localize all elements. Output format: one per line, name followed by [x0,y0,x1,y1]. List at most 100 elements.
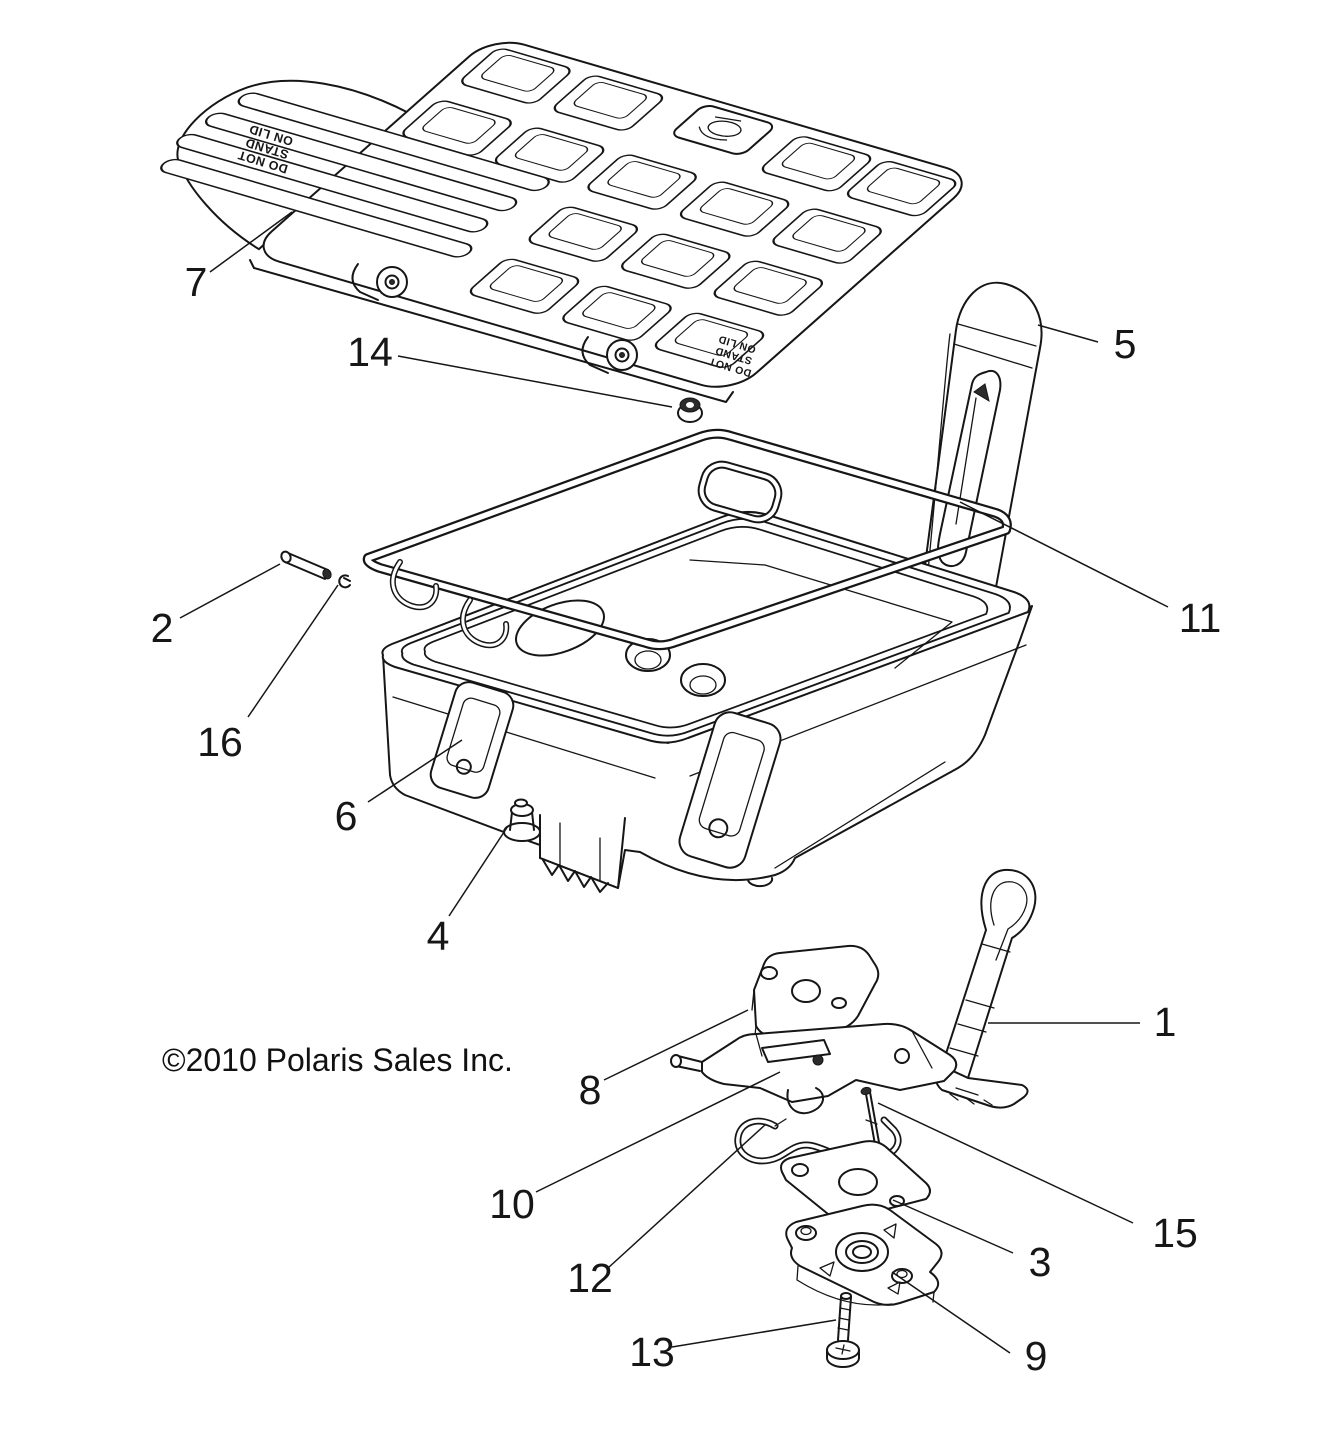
leader-line [891,1271,1011,1354]
pin-end [280,550,292,564]
gasket-hole-left [791,1163,809,1177]
screw-threads [837,1307,851,1331]
box-latch-tab-2 [678,711,782,869]
latch-tab-slot [698,731,765,837]
latch-hole [894,1048,910,1064]
mounting-screw [826,1292,860,1368]
callout-number: 2 [151,605,174,651]
bracket-outline [539,814,626,889]
frame-hook-2-core [461,598,508,647]
leader-line [179,563,281,619]
pin-tick [865,1119,878,1125]
callout-8: 8 [579,1009,749,1113]
callout-12: 12 [567,1123,767,1301]
callout-16: 16 [197,584,339,765]
callout-9: 9 [891,1271,1047,1379]
plug-base [503,822,541,842]
callout-1: 1 [988,999,1176,1045]
callout-10: 10 [489,1071,781,1227]
leader-line [209,211,293,273]
callout-number: 15 [1152,1210,1198,1256]
callout-number: 13 [629,1329,675,1375]
nut-bore [686,402,694,408]
callout-15: 15 [877,1102,1198,1256]
latch-tab-slot [446,697,501,773]
leader-line [671,1319,837,1348]
lid-hinge-barrel-left [351,263,408,301]
callout-14: 14 [347,329,673,408]
base-ring-outer [835,1232,889,1272]
callout-number: 7 [185,259,208,305]
pin-body [284,552,329,580]
box-oval-recess [515,599,605,657]
latch-slide [761,1039,831,1063]
latch-hook [786,1087,824,1115]
hinge-barrel-pin [619,352,625,358]
spring-end [774,1118,787,1127]
screw-head-side [826,1349,860,1368]
callout-number: 11 [1179,595,1222,641]
leader-line [877,1102,1134,1224]
callout-7: 7 [185,211,293,305]
strap-segments [949,943,1011,1057]
callout-number: 1 [1154,999,1177,1045]
frame-hook-1-core [391,560,438,609]
cotter-pin [860,1086,881,1151]
latch-base-plate [785,1203,943,1306]
leader-line [892,1199,1014,1254]
lid [155,0,978,394]
callout-13: 13 [629,1319,837,1375]
plug-stem [509,811,535,831]
frame-wire-core [368,434,1007,646]
leader-line [1037,324,1099,343]
callout-number: 3 [1029,1239,1052,1285]
spacer-hole-center [791,979,821,1003]
pin-head [860,1086,872,1096]
latch-body [701,1022,958,1103]
screw-tip [840,1292,852,1300]
callout-number: 5 [1114,321,1137,367]
backrest-arrow [973,383,990,403]
spacer-hole-left [760,966,778,980]
latch-pivot [812,1054,824,1066]
leader-line [397,355,673,408]
leader-line [247,584,339,718]
copyright-text: ©2010 Polaris Sales Inc. [162,1042,513,1078]
latch-strap [935,868,1037,1109]
latch-tab-button [708,818,729,839]
strap-band [941,868,1037,1079]
leader-line [535,1071,781,1193]
backrest-cap-lines [953,323,1037,369]
base-ring-bore [852,1245,872,1259]
box-wall-crease [774,761,946,869]
hinge-flange [581,336,609,374]
callout-2: 2 [151,563,281,651]
lid-latch-hook [693,113,746,141]
hinge-flange [351,263,379,301]
box-cup [680,663,726,697]
bracket-teeth [542,859,609,893]
gasket-hole-center [838,1168,878,1196]
latch-tab-button [455,758,472,775]
callout-number: 6 [335,793,358,839]
nut [677,397,703,423]
base-rib-cutouts [819,1223,901,1295]
spacer-plate [753,944,880,1038]
leader-line [448,825,509,917]
latch-pin-end [670,1054,682,1068]
callout-number: 10 [489,1181,535,1227]
rack-frame [368,434,1007,646]
strap-loop-inner [990,881,1028,961]
lid-latch-detail [703,118,747,139]
spacer-hole-right [831,997,847,1009]
box-latch-tab-1 [429,681,515,799]
hinge-pin [280,550,332,580]
lid-latch-cutout [670,104,777,156]
bracket-lines [559,822,601,881]
box-drain-hole [747,877,774,888]
box-interior-shelf [689,559,953,669]
cargo-box [381,511,1033,893]
pin-tip [322,568,332,580]
callout-number: 16 [197,719,243,765]
